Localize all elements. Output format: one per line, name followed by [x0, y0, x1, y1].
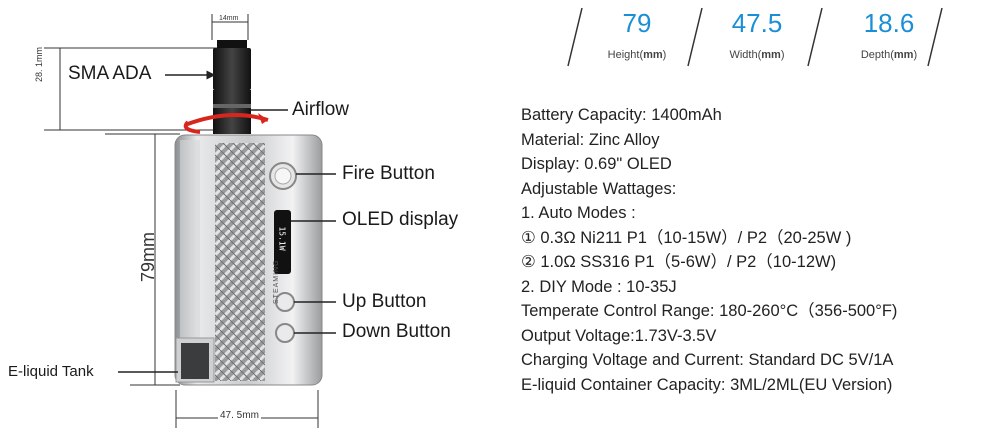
spec-line: Battery Capacity: 1400mAh: [521, 106, 722, 124]
down-button-label: Down Button: [342, 321, 451, 342]
depth-value: 18.6: [863, 8, 915, 38]
sma-ada-label: SMA ADA: [68, 63, 152, 84]
spec-list: Battery Capacity: 1400mAh Material: Zinc…: [521, 103, 897, 397]
height-value: 79: [622, 8, 652, 38]
dimension-depth: 18.6 Depth(mm): [834, 0, 944, 61]
body-width-label: 47. 5mm: [218, 410, 261, 421]
dimension-height: 79 Height(mm): [582, 0, 692, 61]
spec-line: Adjustable Wattages:: [521, 179, 677, 198]
spec-line: Charging Voltage and Current: Standard D…: [521, 351, 894, 369]
height-caption: Height(mm): [607, 49, 667, 61]
depth-caption: Depth(mm): [860, 49, 918, 61]
top-width-label: 14mm: [219, 15, 239, 22]
device-illustration: 15.1W STEAMING 14mm 28. 1mm 79mm 47. 5mm…: [0, 0, 500, 434]
spec-line: Display: 0.69" OLED: [521, 155, 672, 173]
spec-line: Output Voltage:1.73V-3.5V: [521, 326, 717, 345]
spec-line: ② 1.0Ω SS316 P1（5-6W）/ P2（10-12W): [521, 253, 837, 271]
brand-logo: STEAMING: [273, 259, 280, 304]
spec-line: 2. DIY Mode : 10-35J: [521, 277, 677, 296]
spec-line: ① 0.3Ω Ni211 P1（10-15W）/ P2（20-25W ): [521, 228, 852, 247]
eliquid-tank-label: E-liquid Tank: [8, 363, 94, 380]
spec-line: 1. Auto Modes :: [521, 204, 636, 222]
up-button-label: Up Button: [342, 291, 427, 312]
dimension-dividers: [567, 7, 943, 67]
oled-display-label: OLED display: [342, 209, 459, 230]
airflow-label: Airflow: [292, 99, 350, 120]
spec-line: Temperate Control Range: 180-260°C（356-5…: [521, 302, 898, 320]
spec-line: Material: Zinc Alloy: [521, 130, 660, 149]
dimension-width: 47.5 Width(mm): [702, 0, 812, 61]
atomizer-height-label: 28. 1mm: [34, 46, 44, 82]
body-height-label: 79mm: [138, 231, 158, 282]
width-caption: Width(mm): [729, 49, 785, 61]
device-drawing: [44, 14, 336, 428]
width-value: 47.5: [731, 8, 783, 38]
fire-button-label: Fire Button: [342, 163, 435, 184]
spec-line: E-liquid Container Capacity: 3ML/2ML(EU …: [521, 375, 893, 394]
